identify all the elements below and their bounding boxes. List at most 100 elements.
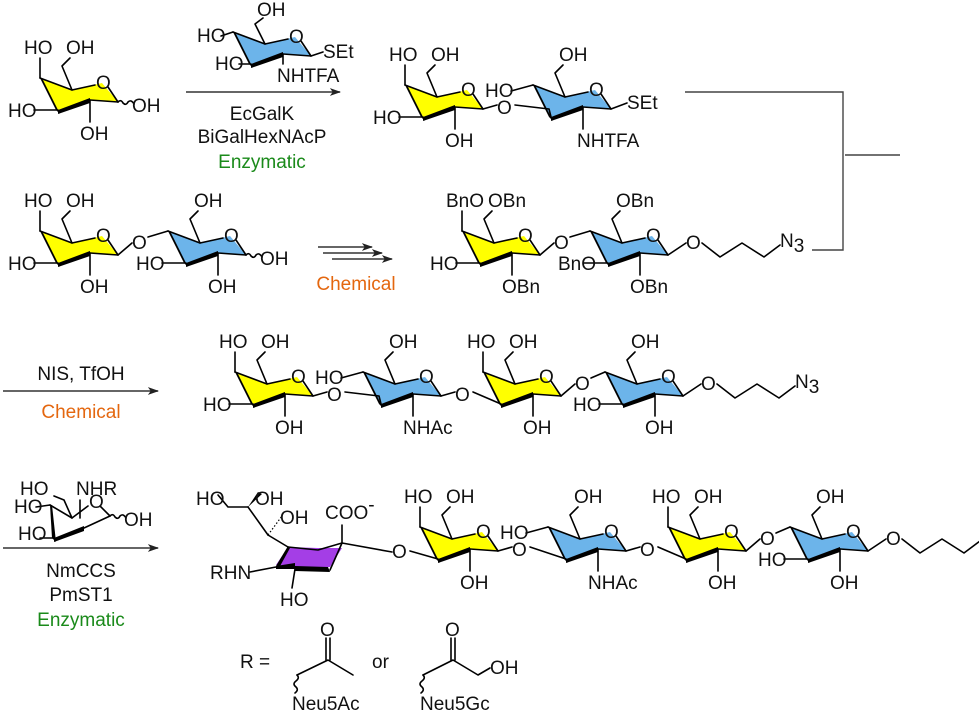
bond — [440, 391, 456, 397]
atom-label: OH — [80, 277, 109, 298]
atom-label: OH — [830, 573, 859, 594]
atom-label: SEt — [627, 93, 658, 114]
atom-label: OH — [80, 124, 109, 145]
bond — [312, 391, 328, 397]
bond — [775, 526, 791, 534]
atom-label: OBn — [502, 277, 540, 298]
bond — [310, 51, 324, 57]
bond — [35, 504, 51, 508]
bond — [287, 542, 343, 551]
bond — [569, 230, 591, 238]
bond — [284, 393, 314, 397]
bond — [217, 252, 247, 256]
atom-label: HO — [8, 101, 37, 122]
atom-label: HO — [404, 487, 433, 508]
atom-label: OH — [255, 489, 284, 510]
bond — [657, 239, 669, 256]
atom-label: OH — [574, 487, 603, 508]
condition-nis-tfoh: NIS, TfOH — [37, 364, 124, 385]
bond — [329, 542, 343, 571]
atom-label: BnO — [558, 254, 596, 275]
bond — [426, 64, 438, 98]
atom-label: HO — [500, 523, 529, 544]
ring-oxygen: O — [846, 522, 861, 543]
acetyl-structure: O — [293, 620, 354, 694]
glycolyl-structure: O OH — [419, 620, 519, 694]
atom-label: OH — [261, 332, 290, 353]
ring-oxygen: O — [289, 27, 304, 48]
glycosidic-oxygen: O — [512, 540, 527, 561]
bond — [504, 351, 516, 385]
r-equals-label: R = — [240, 652, 270, 673]
glycosidic-oxygen: O — [497, 98, 512, 119]
atom-label: HO — [280, 590, 309, 611]
ring-oxygen: O — [589, 80, 604, 101]
atom-label: OH — [132, 96, 161, 117]
bond — [657, 546, 687, 560]
atom-label: HO — [20, 479, 49, 500]
atom-label: BnO — [446, 191, 484, 212]
ring-oxygen: O — [224, 226, 239, 247]
bond — [53, 495, 73, 519]
bond — [89, 99, 119, 103]
atom-label: OH — [389, 332, 418, 353]
bond — [597, 548, 627, 552]
bond — [511, 252, 541, 256]
atom-label: RHN — [210, 563, 251, 584]
mode-enzymatic-step1: Enzymatic — [218, 152, 306, 173]
glycosidic-oxygen: O — [701, 374, 716, 395]
atom-label: HO — [18, 524, 47, 545]
bond — [469, 548, 499, 552]
atom-label: HO — [652, 487, 681, 508]
atom-label: OH — [280, 508, 309, 529]
glycosidic-oxygen: O — [575, 374, 590, 395]
bond — [235, 239, 247, 256]
atom-label: OH — [509, 332, 538, 353]
bond — [857, 535, 869, 552]
multi-step-arrow — [318, 243, 394, 263]
atom-label: OBn — [616, 191, 654, 212]
galactose-ring: O — [39, 73, 119, 114]
glucose-ring: O — [604, 367, 684, 408]
bond — [654, 393, 684, 397]
bond — [61, 210, 73, 244]
bond — [554, 64, 566, 98]
atom-label: OH — [645, 418, 674, 439]
atom-label: HO — [315, 368, 344, 389]
bond — [717, 548, 747, 552]
bond — [147, 230, 169, 238]
bond — [672, 380, 684, 397]
atom-label: HO — [197, 26, 226, 47]
atom-label: OH — [708, 573, 737, 594]
anomeric-wavy-bond — [109, 513, 127, 520]
ring-oxygen: O — [419, 367, 434, 388]
atom-label: HO — [136, 254, 165, 275]
atom-label: NHTFA — [277, 66, 340, 87]
bond — [514, 104, 552, 118]
glcnac-ring: O — [362, 367, 442, 408]
bond — [529, 239, 541, 256]
bond — [249, 566, 277, 573]
acetyl-carbonyl-o: O — [320, 620, 335, 641]
ring-oxygen: O — [646, 226, 661, 247]
bond — [430, 380, 442, 397]
glycosidic-oxygen: O — [327, 385, 342, 406]
bond — [600, 93, 612, 110]
atom-label: HO — [215, 54, 244, 75]
galactose-ring: O — [234, 367, 314, 408]
atom-label: OH — [208, 277, 237, 298]
ring-oxygen: O — [291, 367, 306, 388]
atom-label: OBn — [630, 277, 668, 298]
bond — [487, 535, 499, 552]
glycolyl-carbonyl-o: O — [445, 620, 460, 641]
bond — [256, 351, 268, 385]
bond — [482, 104, 498, 110]
glycosidic-oxygen: O — [392, 542, 407, 563]
bond — [529, 546, 567, 560]
bond — [384, 351, 396, 385]
atom-label: OH — [523, 418, 552, 439]
atom-label: HO — [8, 254, 37, 275]
or-label: or — [372, 652, 390, 673]
